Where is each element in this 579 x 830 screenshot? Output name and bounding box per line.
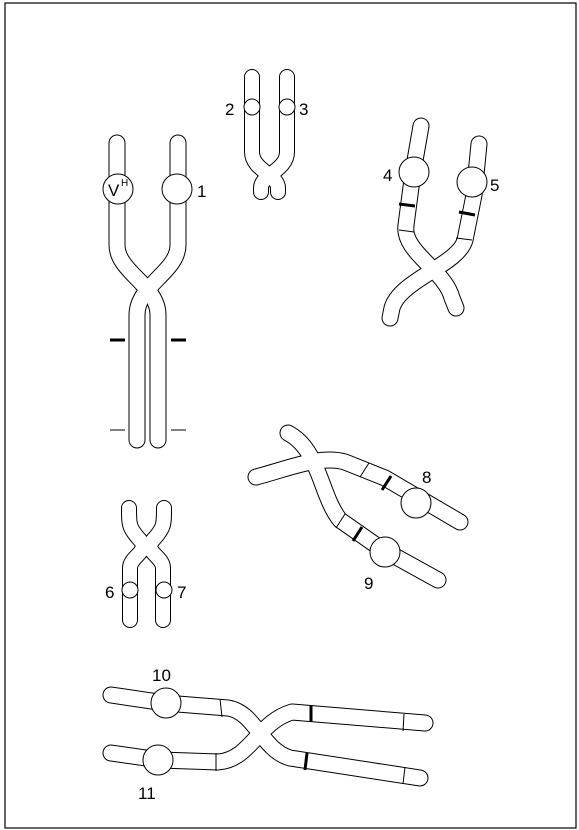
marker-9-locus [370, 537, 400, 567]
marker-1-locus [162, 174, 192, 204]
marker-label-2: 2 [225, 100, 234, 119]
band-line [399, 204, 415, 206]
marker-4-locus [399, 157, 429, 187]
chromosome-c [390, 126, 487, 318]
chromosome-d [256, 433, 460, 580]
marker-11-locus [143, 745, 173, 775]
chromosome-b [244, 77, 295, 192]
marker-label-7: 7 [177, 583, 186, 602]
marker-6-locus [122, 582, 138, 598]
gene-label-v: V [108, 181, 120, 200]
marker-label-9: 9 [364, 574, 373, 593]
marker-label-8: 8 [422, 468, 431, 487]
marker-label-3: 3 [299, 100, 308, 119]
marker-5-locus [457, 167, 487, 197]
marker-8-locus [401, 488, 431, 518]
marker-10-locus [151, 688, 181, 718]
gene-label-superscript-h: H [121, 178, 128, 189]
marker-2-locus [244, 99, 260, 115]
band-line [305, 753, 307, 770]
chromosome-f [111, 688, 425, 784]
marker-label-10: 10 [152, 666, 171, 685]
marker-label-1: 1 [197, 182, 206, 201]
marker-label-4: 4 [383, 166, 392, 185]
marker-label-5: 5 [490, 176, 499, 195]
marker-label-6: 6 [105, 583, 114, 602]
marker-7-locus [156, 582, 172, 598]
marker-3-locus [279, 99, 295, 115]
marker-label-11: 11 [138, 784, 156, 803]
chromosome-e [122, 508, 172, 620]
